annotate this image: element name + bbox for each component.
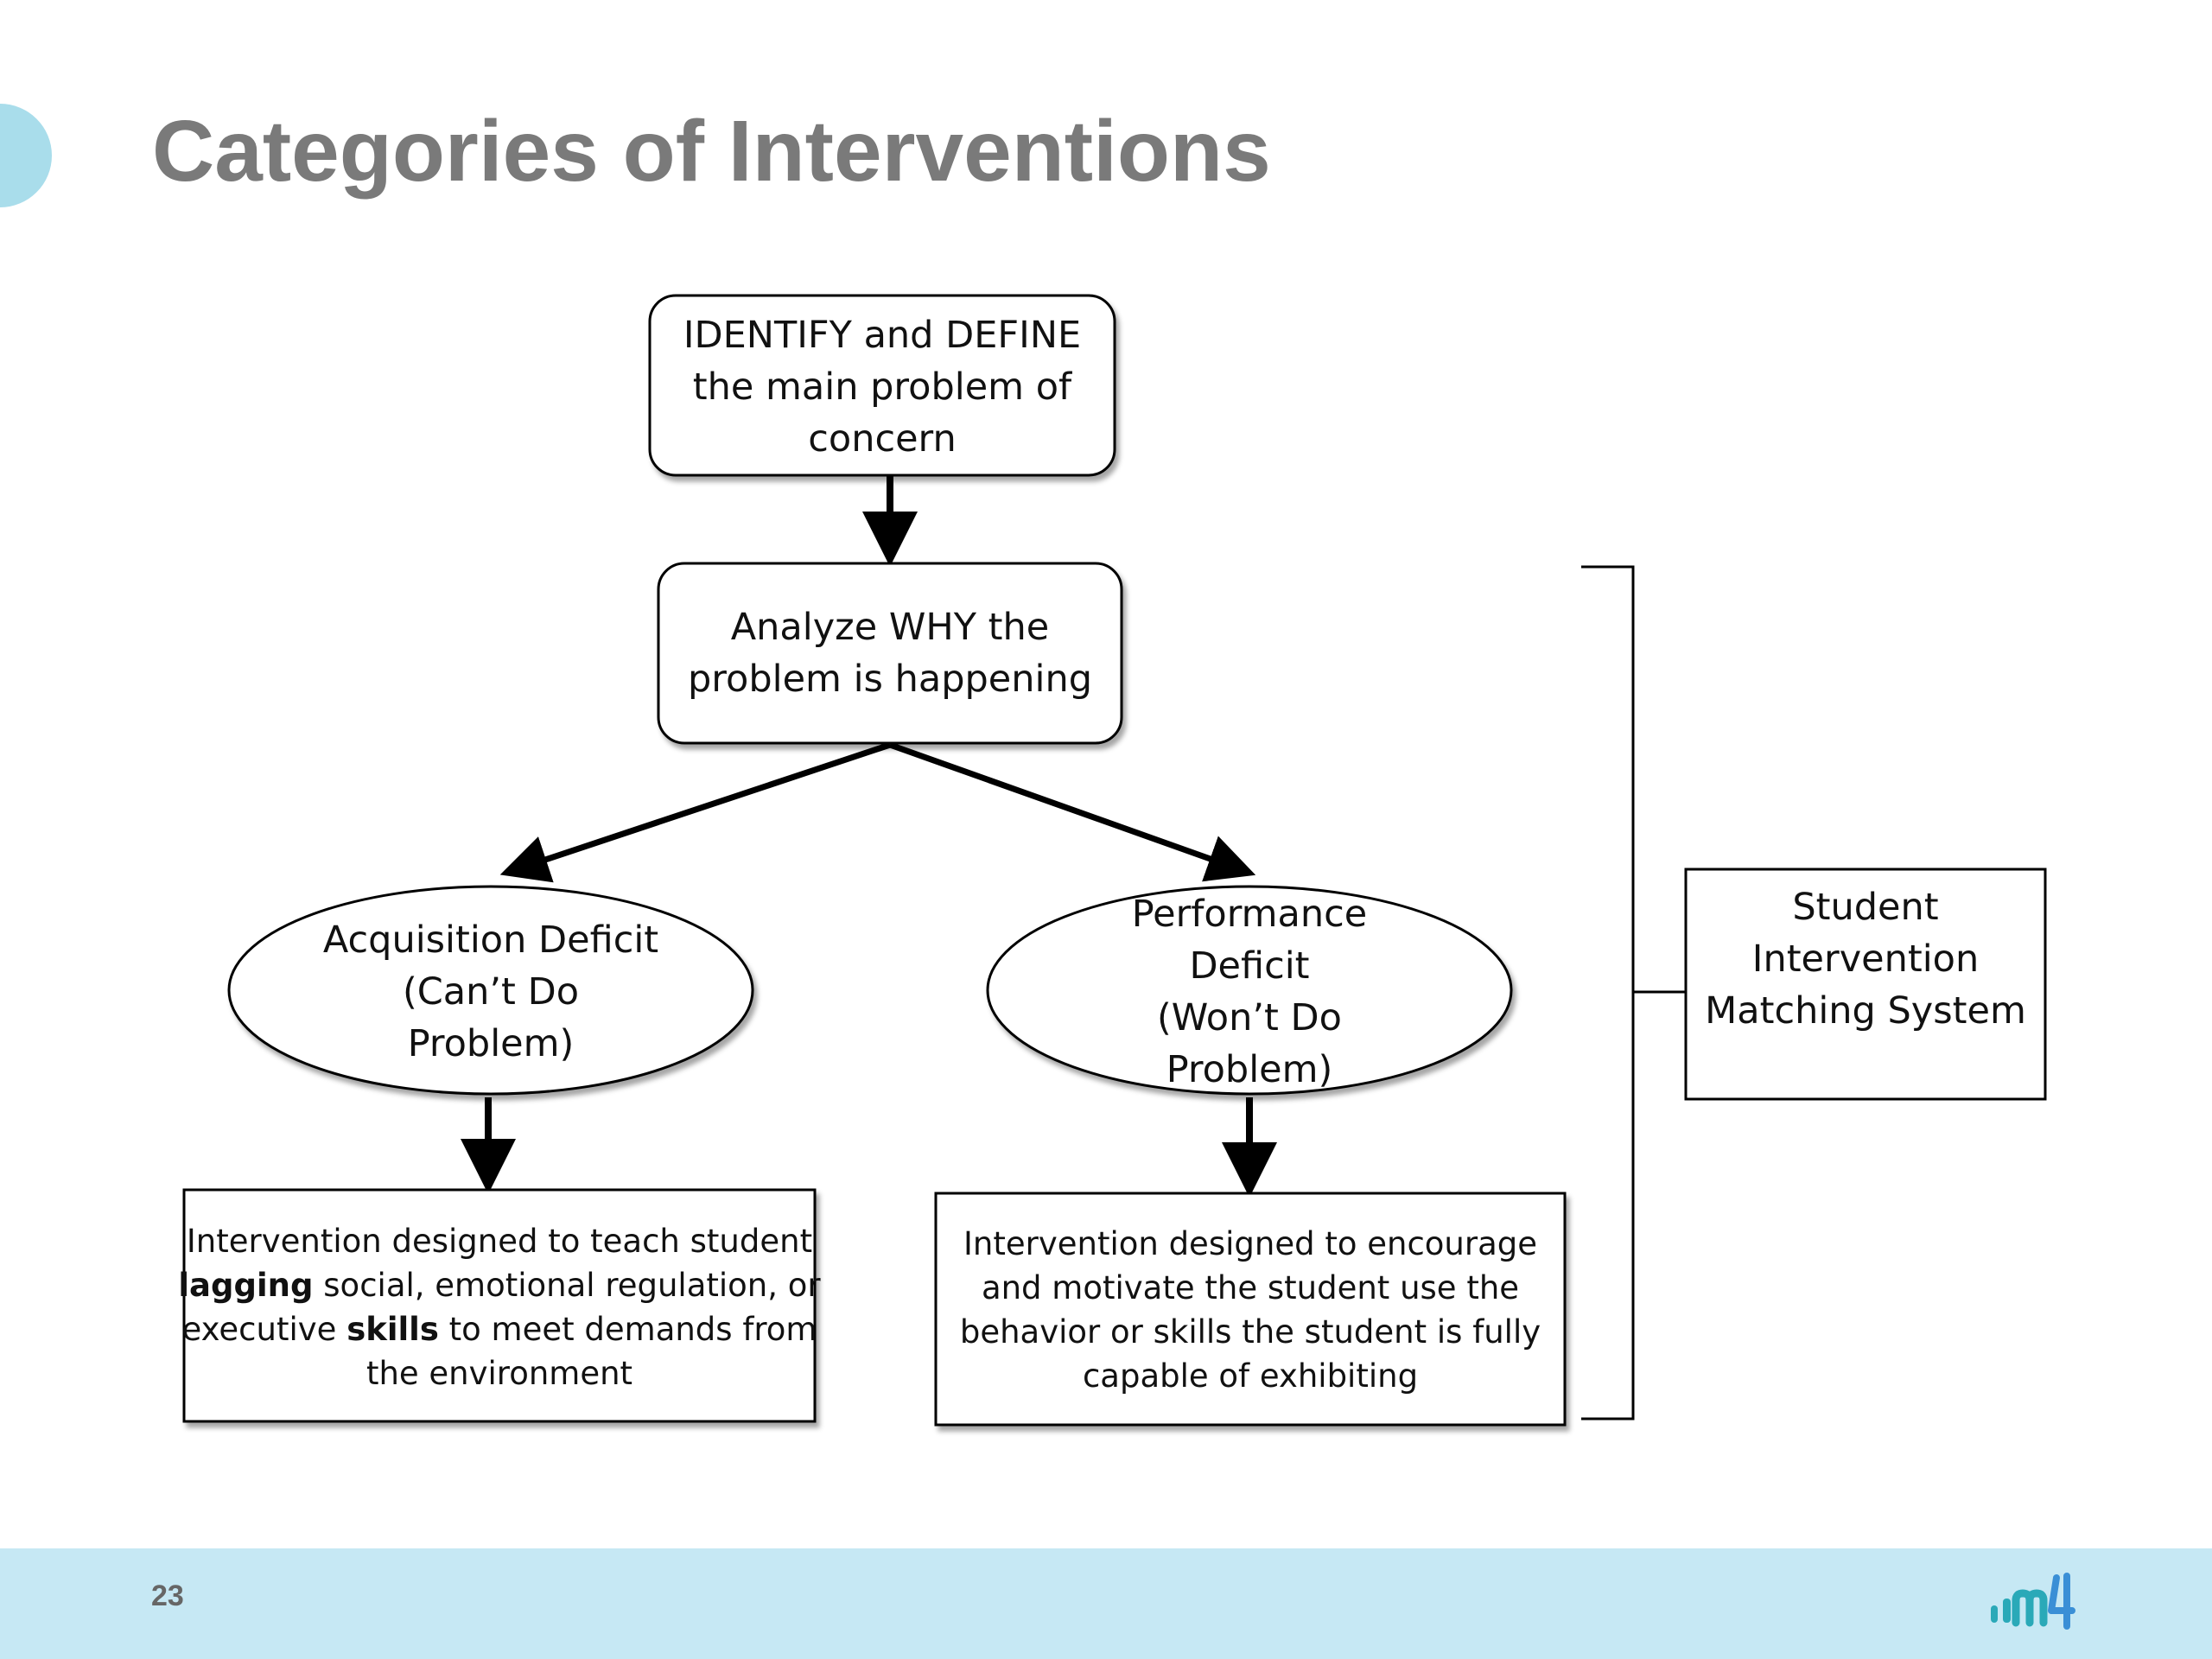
footer-bar: 23 (0, 1548, 2212, 1659)
identify-line-2: the main problem of (693, 365, 1072, 409)
matching-line-3: Matching System (1705, 989, 2026, 1033)
teach-line-1: Intervention designed to teach student (187, 1223, 812, 1260)
encourage-intervention-box: Intervention designed to encourage and m… (934, 1192, 1567, 1427)
matching-line-1: Student (1792, 886, 1938, 929)
analyze-line-1: Analyze WHY the (731, 606, 1049, 649)
encourage-line-2: and motivate the student use the (982, 1269, 1519, 1306)
performance-line-1: Performance (1132, 893, 1368, 936)
identify-line-1: IDENTIFY and DEFINE (683, 314, 1081, 357)
acquisition-line-1: Acquisition Deficit (323, 918, 658, 962)
arrow-analyze-to-performance (888, 741, 1256, 882)
acquisition-deficit-node: Acquisition Deficit (Can’t Do Problem) (227, 885, 754, 1096)
encourage-line-3: behavior or skills the student is fully (960, 1313, 1541, 1351)
slide-title: Categories of Interventions (152, 103, 1271, 200)
grouping-bracket (1581, 565, 1685, 1421)
identify-node: IDENTIFY and DEFINE the main problem of … (648, 294, 1116, 477)
analyze-node: Analyze WHY the problem is happening (657, 562, 1123, 745)
performance-line-3: (Won’t Do (1157, 996, 1342, 1039)
teach-line-4: the environment (366, 1355, 632, 1392)
matching-system-box: Student Intervention Matching System (1684, 868, 2047, 1101)
encourage-line-4: capable of exhibiting (1083, 1357, 1418, 1395)
page-number: 23 (151, 1580, 184, 1612)
acquisition-line-2: (Can’t Do (403, 970, 579, 1014)
acquisition-line-3: Problem) (408, 1022, 575, 1065)
encourage-line-1: Intervention designed to encourage (963, 1225, 1537, 1262)
teach-line-2: lagging social, emotional regulation, or (178, 1267, 821, 1304)
performance-deficit-node: Performance Deficit (Won’t Do Problem) (986, 885, 1513, 1096)
analyze-line-2: problem is happening (688, 658, 1092, 701)
m4-logo-icon (1991, 1573, 2075, 1630)
performance-line-2: Deficit (1189, 944, 1309, 988)
teach-intervention-box: Intervention designed to teach student l… (178, 1188, 821, 1423)
arrow-analyze-to-acquisition (499, 741, 892, 883)
matching-line-2: Intervention (1752, 938, 1979, 981)
performance-line-4: Problem) (1166, 1048, 1333, 1091)
teach-line-3: executive skills to meet demands from (182, 1311, 817, 1348)
identify-line-3: concern (808, 417, 956, 461)
